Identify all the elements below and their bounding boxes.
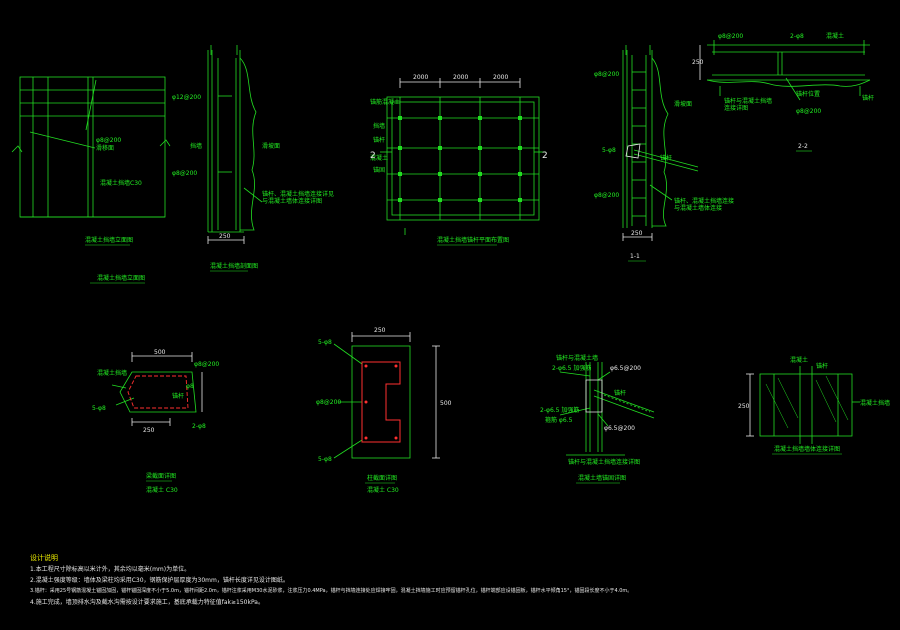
front-title: 混凝土挡墙立面图 xyxy=(85,236,133,244)
front-label-a: φ8@200 xyxy=(96,137,121,144)
section-label-f: 与混凝土墙体连接详图 xyxy=(262,197,322,205)
plan-dim-3: 2000 xyxy=(493,74,508,81)
column-subtitle: 混凝土 C30 xyxy=(367,486,399,494)
design-notes: 设计说明 1.本工程尺寸除标高以米计外，其余均以毫米(mm)为单位。 2.混凝土… xyxy=(30,553,890,608)
anchor-label-d: 2-φ6.5 加强筋 xyxy=(540,406,579,414)
plan-side-label-1: 锚筋混凝土 xyxy=(370,98,400,106)
wall-label-b: 锚杆 xyxy=(816,362,828,370)
column-label-c: 5-φ8 xyxy=(318,456,332,463)
v11-label-b: 滑坡面 xyxy=(674,100,692,108)
notes-line-2: 2.混凝土强度等级：墙体及梁柱均采用C30，钢筋保护层厚度为30mm，锚杆长度详… xyxy=(30,577,289,584)
v22-label-e: 锚杆与混凝土挡墙 xyxy=(724,97,772,105)
anchor-label-b: 2-φ6.5 加强筋 xyxy=(552,364,591,372)
wall-label-a: 混凝土 xyxy=(790,356,808,364)
anchor-title: 锚杆与混凝土挡墙连接详图 xyxy=(568,458,640,466)
v22-label-c: 混凝土 xyxy=(826,32,844,40)
anchor-plate-icon xyxy=(625,143,641,159)
column-dim-top: 250 xyxy=(374,327,386,334)
plan-side-label-3: 锚杆 xyxy=(373,136,385,144)
plan-dim-2: 2000 xyxy=(453,74,468,81)
plan-section-mark-left: 2 xyxy=(370,151,376,161)
v22-dim-left: 250 xyxy=(692,59,704,66)
beam-subtitle: 混凝土 C30 xyxy=(146,486,178,494)
v11-label-d: 锚杆 xyxy=(660,154,672,162)
beam-dim-top: 500 xyxy=(154,349,166,356)
plan-side-label-5: 锚固 xyxy=(373,166,385,174)
anchor-label-c: φ6.5@200 xyxy=(610,365,641,372)
front-label-c: 混凝土挡墙C30 xyxy=(100,179,142,187)
wall-dim-left: 250 xyxy=(738,403,750,410)
beam-label-e: 2-φ8 xyxy=(192,423,206,430)
plan-side-label-2: 挡墙 xyxy=(373,122,385,130)
beam-label-b: 混凝土挡墙 xyxy=(97,369,127,377)
column-rebar-bars xyxy=(364,364,398,440)
v22-title: 2-2 xyxy=(798,143,808,150)
column-rebar-cage xyxy=(361,361,401,443)
anchor-label-a: 锚杆与混凝土墙 xyxy=(556,354,598,362)
section-label-c: 挡墙 xyxy=(190,142,202,150)
column-label-a: 5-φ8 xyxy=(318,339,332,346)
view-front-elevation xyxy=(11,76,171,218)
plan-section-mark-right: 2 xyxy=(542,151,548,161)
section-label-a: φ12@200 xyxy=(172,94,201,101)
section-dim: 250 xyxy=(219,233,231,240)
front-subtitle: 混凝土挡墙立面图 xyxy=(97,274,145,282)
column-label-b: φ8@200 xyxy=(316,399,341,406)
beam-label-f: φ8 xyxy=(186,383,194,390)
v11-label-g: 与混凝土墙体连接 xyxy=(674,204,722,212)
column-title: 柱截面详图 xyxy=(367,474,397,482)
beam-label-c: 5-φ8 xyxy=(92,405,106,412)
v11-label-a: φ8@200 xyxy=(594,71,619,78)
wall-label-right: 混凝土挡墙 xyxy=(860,399,890,407)
anchor-plate-detail-icon xyxy=(585,379,603,413)
notes-title: 设计说明 xyxy=(30,554,58,562)
front-label-b: 滑移面 xyxy=(96,144,114,152)
column-dim-right: 500 xyxy=(440,400,452,407)
detail-column-section xyxy=(333,332,440,459)
v11-label-c: 5-φ8 xyxy=(602,147,616,154)
beam-rebar-cage xyxy=(127,375,189,409)
section-label-d: 滑坡面 xyxy=(262,142,280,150)
v11-dim: 250 xyxy=(631,230,643,237)
anchor-label-g: φ6.5@200 xyxy=(604,425,635,432)
notes-line-4: 4.施工完成，墙顶排水沟及截水沟需按设计要求施工，基底承载力特征值fak≥150… xyxy=(30,599,264,606)
section-label-e: 锚杆、混凝土挡墙连接详见 xyxy=(262,190,334,198)
wall-title: 混凝土挡墙墙体连接详图 xyxy=(774,445,840,453)
v22-label-g: φ8@200 xyxy=(796,108,821,115)
beam-label-a: φ8@200 xyxy=(194,361,219,368)
section-title: 混凝土挡墙剖面图 xyxy=(210,262,258,270)
anchor-subtitle: 混凝土墙锚固详图 xyxy=(578,474,626,482)
plan-title: 混凝土挡墙锚杆平面布置图 xyxy=(437,236,509,244)
beam-dim-bottom: 250 xyxy=(143,427,155,434)
view-section-1-1 xyxy=(622,45,699,241)
v22-label-f: 连接详图 xyxy=(724,104,748,112)
beam-label-d: 锚杆 xyxy=(172,392,184,400)
anchor-label-e: 锚杆 xyxy=(614,389,626,397)
plan-anchor-nodes xyxy=(398,116,522,202)
v22-label-h: 锚杆 xyxy=(862,94,874,102)
v11-label-e: φ8@200 xyxy=(594,192,619,199)
notes-line-1: 1.本工程尺寸除标高以米计外，其余均以毫米(mm)为单位。 xyxy=(30,566,191,573)
v11-title: 1-1 xyxy=(630,253,640,260)
view-section xyxy=(207,45,263,244)
v11-label-f: 锚杆、混凝土挡墙连接 xyxy=(674,197,734,205)
section-label-b: φ8@200 xyxy=(172,170,197,177)
beam-title: 梁截面详图 xyxy=(146,472,176,480)
anchor-label-f: 箍筋 φ6.5 xyxy=(545,416,573,424)
notes-line-3: 3.锚杆：采用25号钢筋混凝土锚固加固，锚杆锚固深度不小于5.0m，锚杆间距2.… xyxy=(30,588,633,594)
v22-label-d: 锚杆位置 xyxy=(796,90,820,98)
v22-label-a: φ8@200 xyxy=(718,33,743,40)
plan-side-label-4: 混凝土 xyxy=(370,154,388,162)
v22-label-b: 2-φ8 xyxy=(790,33,804,40)
detail-wall-connection xyxy=(746,366,860,444)
view-section-2-2 xyxy=(699,40,871,101)
plan-dim-1: 2000 xyxy=(413,74,428,81)
